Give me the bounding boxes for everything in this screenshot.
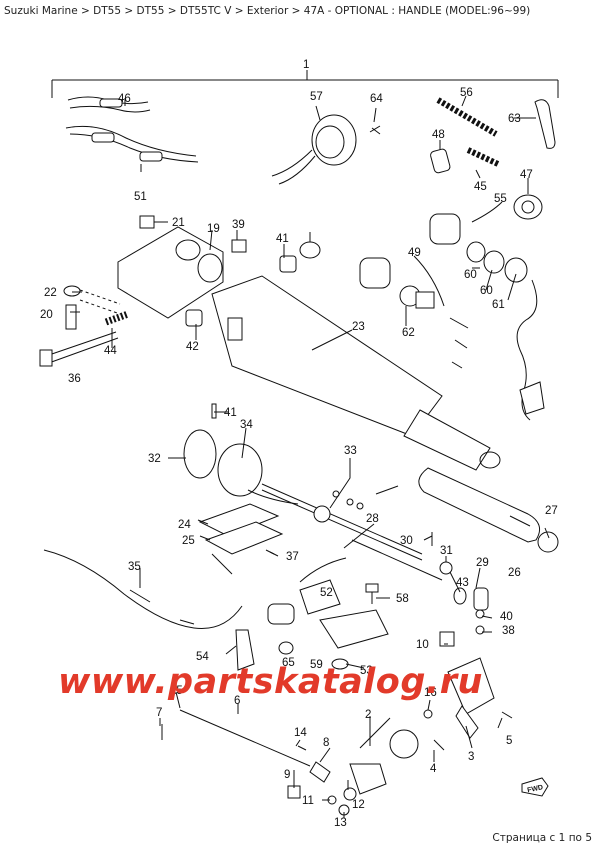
callout-49: 51 <box>134 191 147 203</box>
callout-13: 13 <box>334 817 347 829</box>
callout-18: 19 <box>207 223 220 235</box>
callout-19: 20 <box>40 309 53 321</box>
callout-24: 25 <box>182 535 195 547</box>
callout-62: 63 <box>508 113 521 125</box>
callout-30: 30 <box>400 535 413 547</box>
callout-35: 36 <box>68 373 81 385</box>
callout-63: 64 <box>370 93 383 105</box>
callout-27: 28 <box>366 513 379 525</box>
callout-37: 38 <box>502 625 515 637</box>
breadcrumb-item-2[interactable]: DT55 <box>136 5 165 17</box>
callout-57: 58 <box>396 593 409 605</box>
breadcrumb-sep: > <box>288 5 304 17</box>
callout-10: 10 <box>416 639 429 651</box>
callout-55: 56 <box>460 87 473 99</box>
callout-3: 3 <box>468 751 474 763</box>
callout-46: 47 <box>520 169 533 181</box>
callout-26: 27 <box>545 505 558 517</box>
callout-23: 24 <box>178 519 191 531</box>
callout-53: 54 <box>196 651 209 663</box>
callout-1: 1 <box>303 59 309 71</box>
breadcrumb-item-3[interactable]: DT55TC V <box>179 5 232 17</box>
fwd-arrow-icon: FWD <box>521 777 549 797</box>
breadcrumb-sep: > <box>121 5 137 17</box>
callout-61: 62 <box>402 327 415 339</box>
callout-12: 12 <box>352 799 365 811</box>
watermark: www.partskatalog.ru <box>58 662 483 702</box>
callout-36: 37 <box>286 551 299 563</box>
callout-5: 5 <box>506 735 512 747</box>
callout-9: 9 <box>284 769 290 781</box>
callout-59: 60 <box>480 285 493 297</box>
callout-6: 6 <box>234 695 240 707</box>
callout-43: 44 <box>104 345 117 357</box>
callout-14: 14 <box>294 727 307 739</box>
callout-32: 33 <box>344 445 357 457</box>
callout-56: 57 <box>310 91 323 103</box>
callout-45: 46 <box>118 93 131 105</box>
callout-54: 55 <box>494 193 507 205</box>
callout-41a: 41 <box>276 233 289 245</box>
breadcrumb-item-0[interactable]: Suzuki Marine <box>4 5 78 17</box>
callout-58: 59 <box>310 659 323 671</box>
callout-20: 21 <box>172 217 185 229</box>
callout-38: 39 <box>232 219 245 231</box>
callout-33: 34 <box>240 419 253 431</box>
callout-60a: 60 <box>464 269 477 281</box>
callout-25: 26 <box>508 567 521 579</box>
breadcrumb-item-1[interactable]: DT55 <box>93 5 122 17</box>
callout-29: 31 <box>440 545 453 557</box>
breadcrumb-item-5: 47A - OPTIONAL : HANDLE (MODEL:96~99) <box>303 5 531 17</box>
callout-31: 32 <box>148 453 161 465</box>
callout-34: 35 <box>128 561 141 573</box>
breadcrumb: Suzuki Marine > DT55 > DT55 > DT55TC V >… <box>4 5 530 17</box>
callout-7: 7 <box>156 707 162 719</box>
callout-48: 49 <box>408 247 421 259</box>
fwd-label: FWD <box>527 784 544 794</box>
callout-4: 4 <box>430 763 437 775</box>
callout-39: 40 <box>500 611 513 623</box>
callout-51: 52 <box>320 587 333 599</box>
breadcrumb-sep: > <box>164 5 180 17</box>
callout-52: 53 <box>360 665 373 677</box>
callout-21: 22 <box>44 287 57 299</box>
callout-64: 65 <box>282 657 295 669</box>
callout-47: 48 <box>432 129 445 141</box>
pagination-footer: Страница с 1 по 5 <box>492 832 592 844</box>
callout-44: 45 <box>474 181 487 193</box>
callout-15: 15 <box>170 685 183 697</box>
callout-42: 43 <box>456 577 469 589</box>
breadcrumb-sep: > <box>231 5 247 17</box>
breadcrumb-item-4[interactable]: Exterior <box>246 5 289 17</box>
callout-2: 2 <box>365 709 371 721</box>
callout-40: 41 <box>224 407 237 419</box>
callout-28: 29 <box>476 557 489 569</box>
callout-22: 23 <box>352 321 365 333</box>
callout-16: 16 <box>424 687 437 699</box>
breadcrumb-sep: > <box>77 5 94 17</box>
callout-41b: 42 <box>186 341 199 353</box>
callout-60b: 61 <box>492 299 505 311</box>
callout-11: 11 <box>302 795 314 807</box>
callout-labels: 1 2 3 4 5 6 7 8 9 10 11 12 13 14 15 16 1… <box>40 59 558 829</box>
callout-8: 8 <box>323 737 329 749</box>
